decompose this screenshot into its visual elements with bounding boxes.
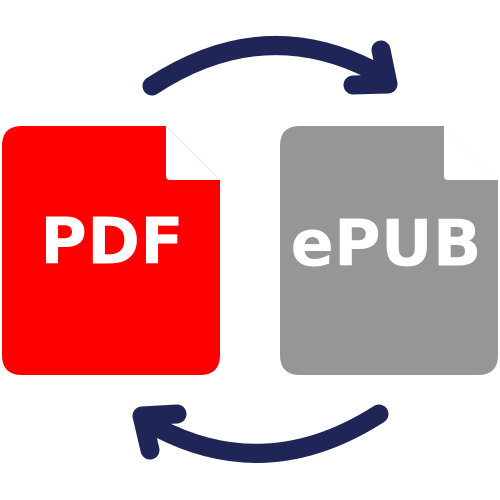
arrow-right-curved-icon: [142, 36, 398, 96]
epub-label: ePUB: [290, 208, 481, 282]
pdf-label: PDF: [40, 206, 184, 280]
pdf-file-icon: PDF: [2, 126, 220, 375]
epub-file-icon: ePUB: [280, 126, 498, 375]
arrow-left-curved-icon: [132, 404, 389, 463]
